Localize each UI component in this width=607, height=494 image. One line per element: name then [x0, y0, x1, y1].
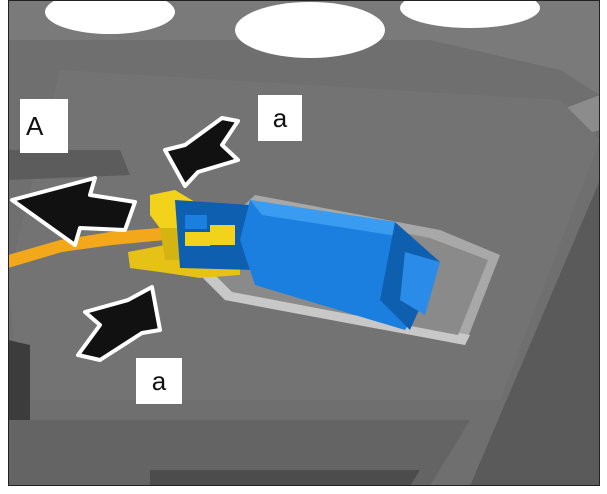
diagram-border	[8, 0, 600, 486]
press-label-top: a	[258, 95, 302, 141]
tray-bottom-shadow	[150, 470, 420, 486]
arrow-press-bottom	[76, 285, 162, 362]
connector-tab-3	[185, 232, 210, 246]
connector-tab-2	[210, 225, 235, 245]
direction-label: A	[20, 99, 68, 153]
cable	[8, 228, 165, 268]
tray-left-slot	[8, 340, 30, 420]
tray-bottom-edge	[8, 420, 470, 486]
press-label-bottom: a	[136, 358, 182, 404]
tray-cutout-left	[45, 0, 175, 34]
tray-right-ridge	[470, 95, 600, 486]
arrow-pull-direction	[10, 176, 137, 247]
arrow-press-top	[163, 116, 240, 188]
tray-cutout-right	[400, 0, 540, 28]
connector-tab-1	[185, 215, 207, 229]
tray-cutout-middle	[235, 2, 385, 58]
tray-left-ridge	[8, 150, 130, 180]
connector-top-face	[250, 200, 410, 238]
connector-end-cap	[400, 252, 440, 315]
